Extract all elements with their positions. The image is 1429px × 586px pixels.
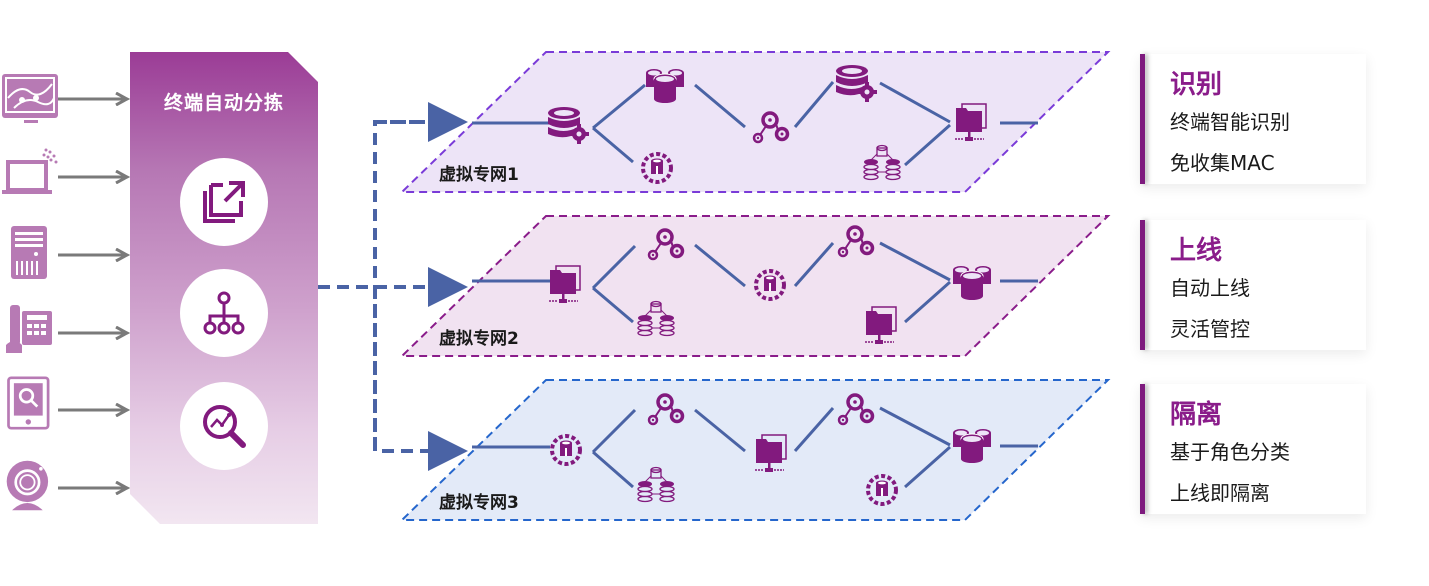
- card-online: 上线 自动上线 灵活管控: [1140, 220, 1366, 350]
- panel-title: 终端自动分拣: [163, 92, 284, 114]
- plane-label-3: 虚拟专网3: [439, 493, 519, 513]
- card-title: 上线: [1170, 236, 1223, 266]
- wireless-laptop-icon: [0, 146, 62, 200]
- card-identify: 识别 终端智能识别 免收集MAC: [1140, 54, 1366, 184]
- tablet-search-icon: [0, 376, 62, 430]
- card-line: 终端智能识别: [1170, 110, 1290, 134]
- analytics-search-icon: [180, 382, 268, 470]
- card-accent-bar: [1140, 220, 1145, 350]
- plane-label-2: 虚拟专网2: [439, 329, 519, 349]
- webcam-icon: [0, 458, 62, 512]
- card-title: 识别: [1170, 70, 1223, 100]
- server-tower-icon: [0, 225, 62, 279]
- device-arrow: [58, 92, 130, 106]
- auto-sorting-panel: 终端自动分拣: [130, 52, 318, 524]
- card-isolate: 隔离 基于角色分类 上线即隔离: [1140, 384, 1366, 514]
- device-arrow: [58, 170, 130, 184]
- card-line: 灵活管控: [1170, 317, 1250, 341]
- card-accent-bar: [1140, 384, 1145, 514]
- device-arrow: [58, 403, 130, 417]
- map-display-icon: [0, 72, 62, 126]
- plane-label-1: 虚拟专网1: [439, 165, 519, 185]
- connector-plane-3: [373, 287, 468, 471]
- device-arrow: [58, 481, 130, 495]
- external-link-icon: [180, 158, 268, 246]
- card-line: 自动上线: [1170, 276, 1250, 300]
- card-line: 基于角色分类: [1170, 440, 1290, 464]
- card-accent-bar: [1140, 54, 1145, 184]
- device-arrow: [58, 248, 130, 262]
- plane-1: [399, 51, 1111, 193]
- plane-3: [399, 379, 1111, 521]
- hierarchy-icon: [180, 269, 268, 357]
- card-line: 免收集MAC: [1170, 151, 1275, 175]
- desk-phone-icon: [0, 303, 62, 357]
- device-arrow: [58, 326, 130, 340]
- card-line: 上线即隔离: [1170, 481, 1270, 505]
- card-title: 隔离: [1170, 400, 1223, 430]
